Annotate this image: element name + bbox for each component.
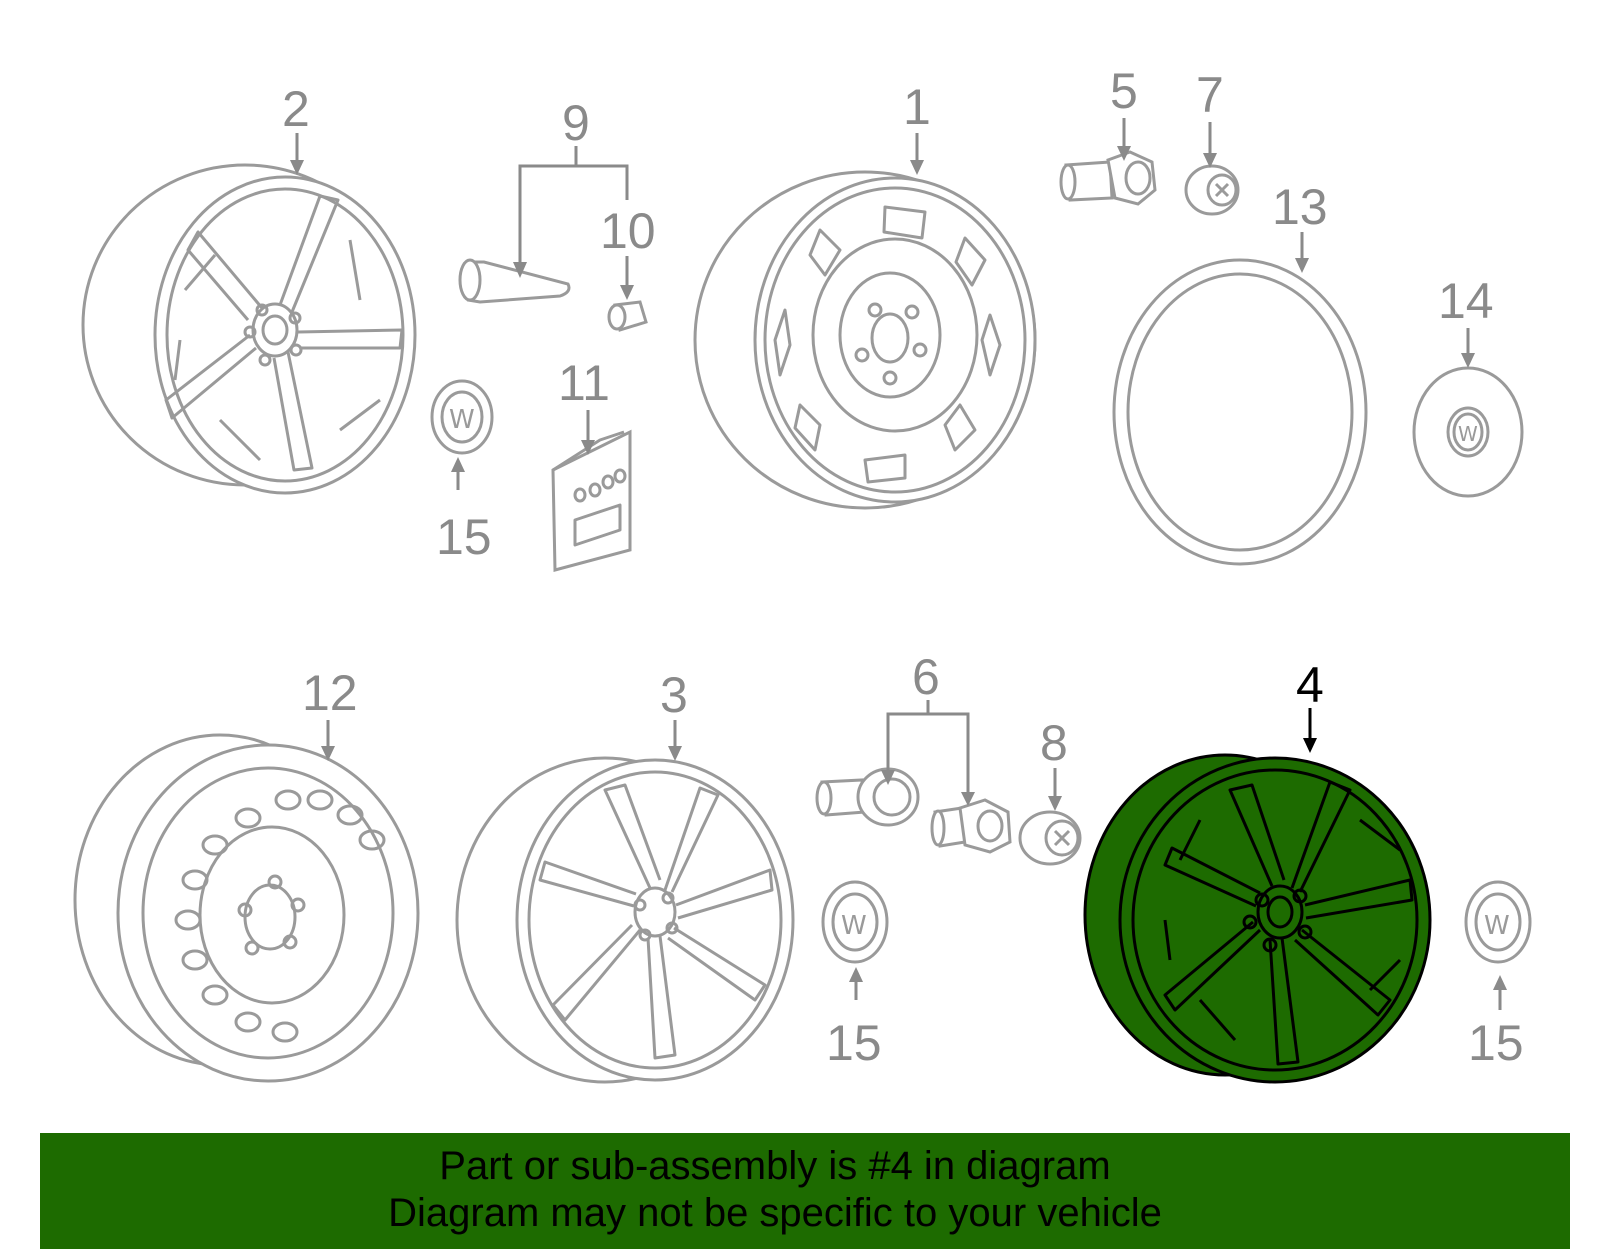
part-14-hub-cap[interactable]: W xyxy=(1412,366,1524,498)
callout-15a: 15 xyxy=(436,509,492,565)
part-3-alloy-wheel[interactable] xyxy=(455,756,795,1084)
part-5-wheel-bolt[interactable] xyxy=(1059,150,1157,206)
callout-12: 12 xyxy=(302,665,358,721)
part-10-valve-cap[interactable] xyxy=(607,300,648,332)
callout-4: 4 xyxy=(1296,657,1324,713)
callout-6: 6 xyxy=(912,649,940,705)
part-15-center-cap-d[interactable]: W xyxy=(1464,880,1532,964)
part-2-alloy-wheel[interactable] xyxy=(81,163,417,495)
callout-numbers: 2 9 10 11 15 1 5 7 13 14 12 3 6 8 15 4 1… xyxy=(282,63,1524,1071)
callout-7: 7 xyxy=(1196,67,1224,123)
part-1-steel-wheel[interactable] xyxy=(693,170,1037,510)
part-15-center-cap-a[interactable]: W xyxy=(430,379,494,455)
part-12-spare-wheel[interactable] xyxy=(73,733,420,1083)
callout-11: 11 xyxy=(558,355,610,411)
callout-14: 14 xyxy=(1438,273,1494,329)
part-15-center-cap-b[interactable]: W xyxy=(821,880,889,964)
callout-3: 3 xyxy=(660,667,688,723)
callout-8: 8 xyxy=(1040,715,1068,771)
part-13-trim-ring[interactable] xyxy=(1112,258,1368,566)
part-4-alloy-wheel-highlighted[interactable] xyxy=(1083,753,1432,1084)
banner-line-1: Part or sub-assembly is #4 in diagram xyxy=(439,1144,1111,1188)
leader-arrows xyxy=(290,118,1507,1010)
svg-text:W: W xyxy=(1458,422,1478,446)
part-7-bolt-cap[interactable] xyxy=(1184,164,1240,216)
callout-15b: 15 xyxy=(826,1015,882,1071)
part-9-valve-stem[interactable] xyxy=(458,258,571,304)
svg-text:W: W xyxy=(449,405,475,435)
banner-line-2: Diagram may not be specific to your vehi… xyxy=(388,1191,1162,1235)
part-6-locking-bolt-set[interactable] xyxy=(815,767,1012,854)
callout-2: 2 xyxy=(282,81,310,137)
svg-text:W: W xyxy=(1484,911,1510,941)
svg-text:W: W xyxy=(841,911,867,941)
callout-15d: 15 xyxy=(1468,1015,1524,1071)
callout-9: 9 xyxy=(562,95,590,151)
callout-10: 10 xyxy=(600,203,656,259)
part-11-label-sticker[interactable] xyxy=(551,429,632,572)
callout-13: 13 xyxy=(1272,179,1328,235)
info-banner: Part or sub-assembly is #4 in diagram Di… xyxy=(40,1133,1570,1249)
part-8-bolt-cap[interactable] xyxy=(1018,810,1082,866)
callout-5: 5 xyxy=(1110,63,1138,119)
callout-1: 1 xyxy=(903,79,931,135)
